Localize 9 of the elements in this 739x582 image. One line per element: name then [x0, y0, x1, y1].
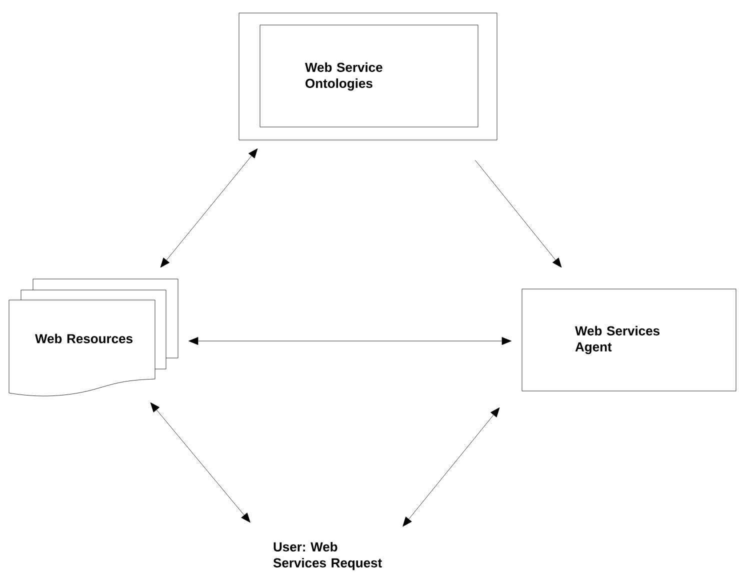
arrow [188, 337, 512, 345]
arrow [160, 148, 258, 268]
ontology-box: Web Service Ontologies [238, 12, 498, 140]
arrow [475, 160, 562, 268]
text-label: User: Web Services Request [273, 542, 382, 570]
arrow [402, 407, 500, 527]
agent-box: Web Services Agent [522, 288, 736, 392]
arrow [150, 402, 250, 523]
document-stack: Web Resources [8, 278, 178, 396]
